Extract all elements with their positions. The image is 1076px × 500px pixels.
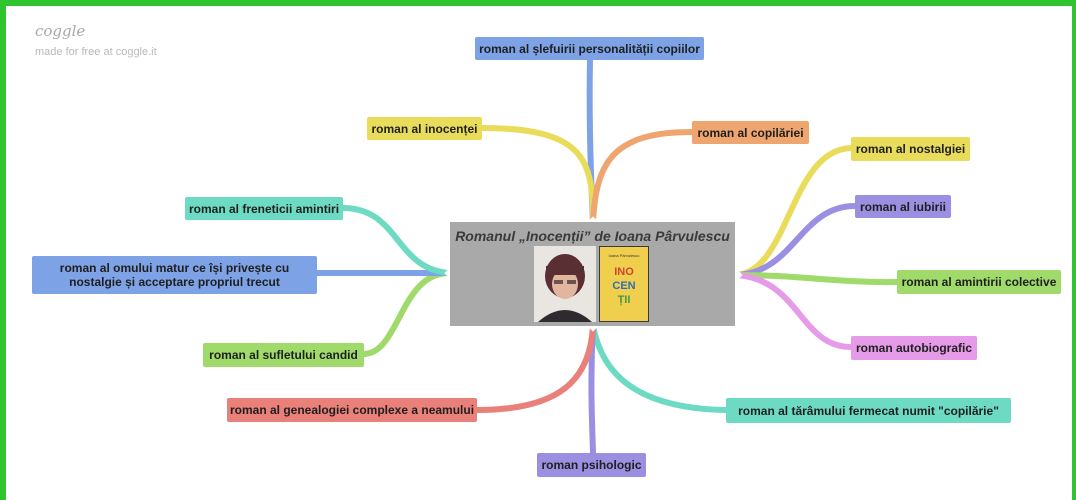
branch-label-frenetic: roman al freneticii amintiri bbox=[188, 201, 340, 216]
branch-label-om-matur: roman al omului matur ce își privește cu… bbox=[59, 261, 290, 289]
svg-text:Ioana Pârvulescu: Ioana Pârvulescu bbox=[609, 253, 640, 258]
connector-autobiografic bbox=[734, 272, 854, 350]
coggle-tagline: made for free at coggle.it bbox=[35, 46, 157, 58]
central-node[interactable]: Romanul „Inocenții” de Ioana Pârvulescu bbox=[450, 222, 735, 326]
coggle-branding: coggle made for free at coggle.it bbox=[35, 22, 157, 58]
branch-node-nostalgie[interactable]: roman al nostalgiei bbox=[851, 137, 970, 161]
branch-node-amintiri-colective[interactable]: roman al amintirii colective bbox=[897, 270, 1061, 294]
branch-label-nostalgie: roman al nostalgiei bbox=[855, 142, 966, 156]
branch-node-psihologic[interactable]: roman psihologic bbox=[537, 453, 646, 477]
branch-label-genealogie: roman al genealogiei complexe a neamului bbox=[229, 403, 475, 417]
connector-iubire bbox=[734, 203, 858, 278]
branch-label-autobiografic: roman autobiografic bbox=[856, 341, 973, 355]
svg-text:ȚII: ȚII bbox=[618, 294, 631, 306]
connector-amintiri-colective bbox=[734, 272, 900, 286]
branch-node-autobiografic[interactable]: roman autobiografic bbox=[851, 336, 977, 360]
branch-node-om-matur[interactable]: roman al omului matur ce își privește cu… bbox=[32, 256, 317, 294]
branch-node-copilarie[interactable]: roman al copilăriei bbox=[692, 121, 809, 144]
author-photo bbox=[534, 246, 596, 322]
svg-text:INO: INO bbox=[614, 266, 634, 278]
branch-label-copilarie: roman al copilăriei bbox=[697, 125, 804, 140]
branch-label-inocenta: roman al inocenței bbox=[371, 121, 478, 136]
branch-label-slefuire: roman al șlefuirii personalității copiil… bbox=[479, 41, 700, 56]
connector-genealogie bbox=[474, 323, 596, 413]
branch-node-taram[interactable]: roman al tărâmului fermecat numit "copil… bbox=[726, 398, 1011, 423]
branch-label-iubire: roman al iubirii bbox=[860, 199, 947, 214]
branch-label-taram: roman al tărâmului fermecat numit "copil… bbox=[738, 403, 999, 418]
connector-frenetic bbox=[340, 205, 453, 276]
branch-node-suflet[interactable]: roman al sufletului candid bbox=[203, 343, 364, 367]
branch-node-slefuire[interactable]: roman al șlefuirii personalității copiil… bbox=[475, 37, 704, 60]
branch-node-frenetic[interactable]: roman al freneticii amintiri bbox=[185, 197, 343, 220]
branch-label-amintiri-colective: roman al amintirii colective bbox=[901, 275, 1057, 289]
branch-label-psihologic: roman psihologic bbox=[541, 458, 642, 472]
branch-label-suflet: roman al sufletului candid bbox=[209, 348, 358, 362]
central-node-title: Romanul „Inocenții” de Ioana Pârvulescu bbox=[455, 228, 730, 244]
branch-node-inocenta[interactable]: roman al inocenței bbox=[367, 117, 482, 140]
book-cover-image: Ioana Pârvulescu INO CEN ȚII bbox=[599, 246, 649, 322]
connector-suflet bbox=[361, 269, 453, 357]
connector-taram bbox=[590, 323, 729, 413]
connector-inocenta bbox=[479, 125, 596, 225]
svg-text:CEN: CEN bbox=[612, 280, 635, 292]
connector-copilarie bbox=[590, 129, 695, 225]
branch-node-iubire[interactable]: roman al iubirii bbox=[855, 195, 951, 218]
coggle-logo: coggle bbox=[35, 22, 86, 40]
connector-nostalgie bbox=[734, 145, 854, 278]
branch-node-genealogie[interactable]: roman al genealogiei complexe a neamului bbox=[227, 398, 477, 422]
